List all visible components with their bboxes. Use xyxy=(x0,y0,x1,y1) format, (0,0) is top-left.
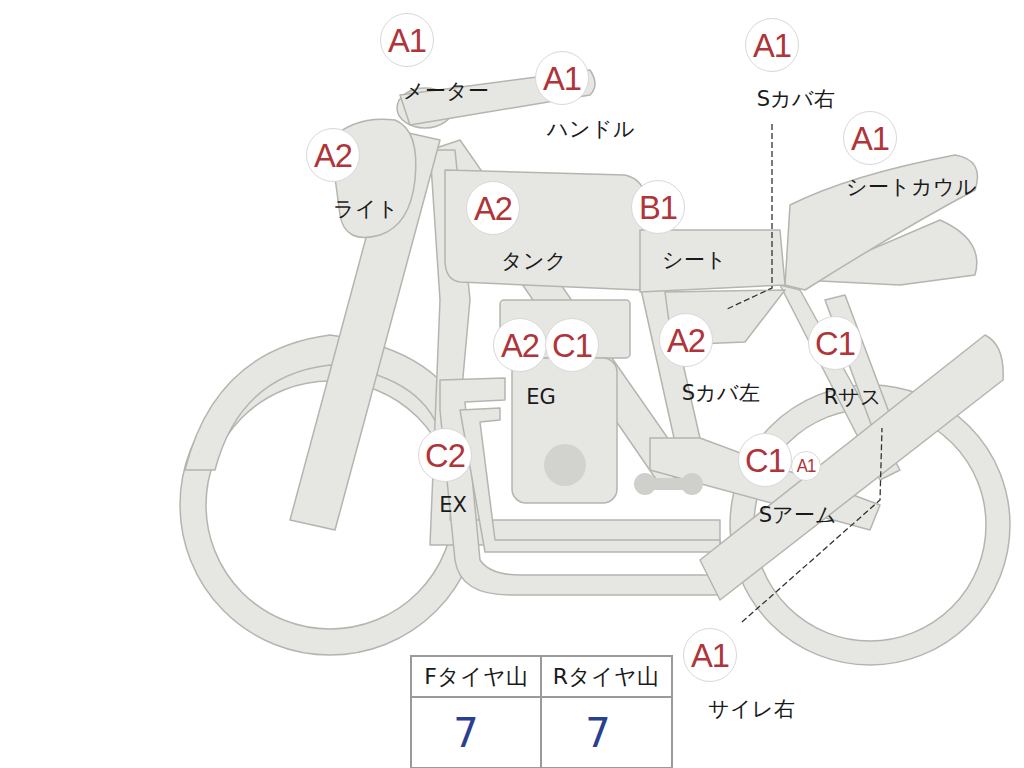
part-name: Rサス xyxy=(821,383,886,411)
part-name: タンク xyxy=(498,247,570,275)
table-header: Fタイヤ山 xyxy=(424,662,528,692)
part-name: EG xyxy=(523,385,559,409)
grade-code: C2 xyxy=(420,429,470,481)
part-name: サイレ右 xyxy=(705,695,798,723)
grade-code: B1 xyxy=(633,181,683,233)
grade-circle: C1 xyxy=(545,318,599,372)
grade-circle: A2Sカバ左 xyxy=(659,313,713,367)
grade-code: C1 xyxy=(740,434,790,486)
grade-circle: A1サイレ右 xyxy=(683,628,737,682)
grade-code: C1 xyxy=(547,319,597,371)
grade-code: C1 xyxy=(810,317,860,369)
tread-value: 7 xyxy=(585,710,610,756)
grade-circle: A1シートカウル xyxy=(843,111,897,165)
grade-circle: A1 xyxy=(791,451,821,481)
grade-code: A2 xyxy=(661,314,711,366)
grade-code: A2 xyxy=(308,129,358,181)
grade-circle: C1Rサス xyxy=(808,316,862,370)
part-name: メーター xyxy=(400,77,492,105)
grade-circle: A2ライト xyxy=(306,128,360,182)
part-name: Sカバ右 xyxy=(754,85,838,113)
grade-circle: A2タンク xyxy=(466,181,520,235)
grade-circle: C2EX xyxy=(418,428,472,482)
grade-circle: A1ハンドル xyxy=(535,51,589,105)
grade-code: A2 xyxy=(468,182,518,234)
grade-circle: A2EG xyxy=(493,318,547,372)
part-name: Sカバ左 xyxy=(679,379,763,407)
grade-circle: B1シート xyxy=(631,180,685,234)
grade-circle: A1メーター xyxy=(380,13,434,67)
part-name: Sアーム xyxy=(756,501,840,529)
part-name: EX xyxy=(436,493,470,517)
part-name: ライト xyxy=(330,195,402,223)
table-header: Rタイヤ山 xyxy=(553,662,659,692)
grade-code: A1 xyxy=(382,14,432,66)
grade-circle: A1Sカバ右 xyxy=(745,18,799,72)
grade-circle: C1Sアーム xyxy=(738,433,792,487)
grade-code: A1 xyxy=(845,112,895,164)
grade-code: A1 xyxy=(537,52,587,104)
grade-code: A1 xyxy=(747,19,797,71)
grade-code: A1 xyxy=(793,452,819,480)
part-name: シートカウル xyxy=(843,173,980,201)
part-name: シート xyxy=(659,246,730,274)
tread-value: 7 xyxy=(453,710,478,756)
part-name: ハンドル xyxy=(544,115,638,143)
grade-code: A1 xyxy=(685,629,735,681)
grade-code: A2 xyxy=(495,319,545,371)
